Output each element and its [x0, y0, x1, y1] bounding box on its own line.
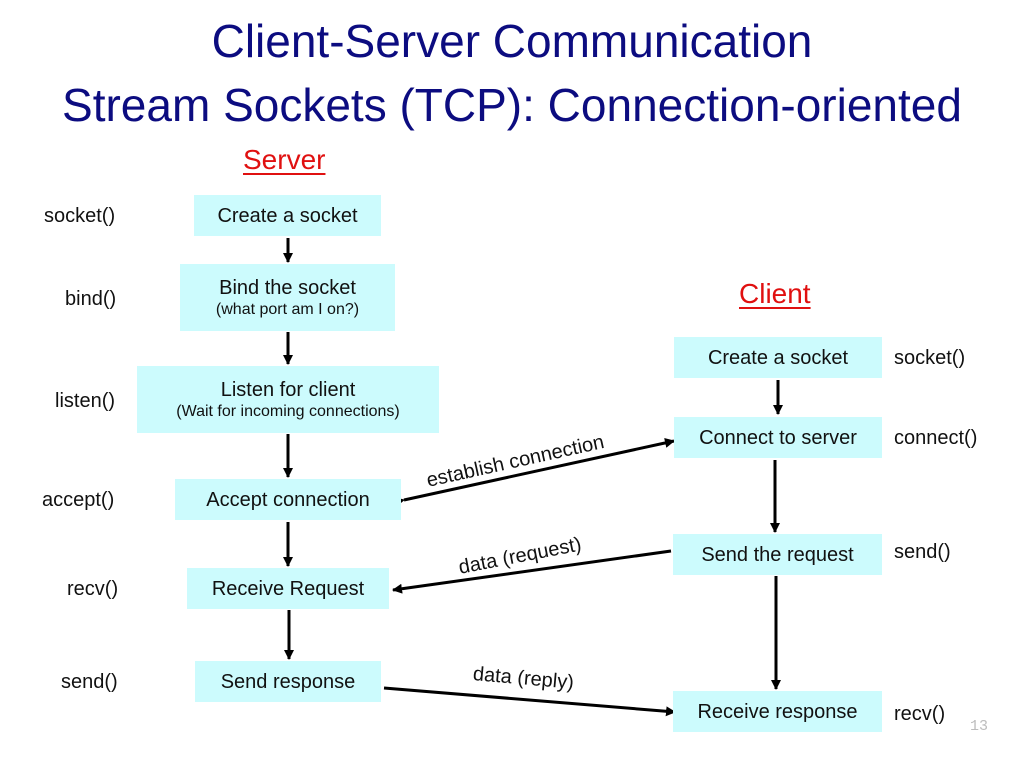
client-step-label: Receive response: [697, 700, 858, 723]
server-step-label: Accept connection: [206, 488, 370, 511]
server-call-listen: listen(): [55, 390, 116, 412]
client-step-connect-to-server: Connect to server: [674, 417, 882, 458]
server-call-accept: accept(): [42, 489, 115, 511]
server-call-send: send(): [61, 671, 118, 693]
server-step-label: Bind the socket: [219, 276, 356, 299]
client-step-create-socket: Create a socket: [674, 337, 882, 378]
server-step-label: Receive Request: [211, 577, 365, 600]
client-call-send: send(): [894, 541, 951, 563]
client-step-label: Create a socket: [707, 346, 849, 369]
client-call-connect: connect(): [894, 427, 978, 449]
client-step-receive-response: Receive response: [673, 691, 882, 732]
data-reply-arrow: [383, 686, 676, 717]
client-call-socket: socket(): [894, 347, 966, 369]
data-request-arrow: [392, 549, 672, 594]
server-step-label: Create a socket: [217, 204, 358, 227]
server-step-sublabel: (Wait for incoming connections): [176, 402, 400, 420]
server-step-send-response: Send response: [195, 661, 381, 702]
server-step-receive-request: Receive Request: [187, 568, 389, 609]
server-call-bind: bind(): [65, 288, 117, 310]
client-call-recv: recv(): [894, 703, 946, 725]
client-heading: Client: [739, 278, 811, 309]
server-step-bind-socket: Bind the socket (what port am I on?): [180, 264, 395, 331]
server-heading: Server: [243, 144, 326, 175]
client-step-send-request: Send the request: [673, 534, 882, 575]
server-call-socket: socket(): [44, 205, 116, 227]
server-step-create-socket: Create a socket: [194, 195, 381, 236]
server-step-listen: Listen for client (Wait for incoming con…: [137, 366, 439, 433]
server-step-label: Send response: [220, 670, 356, 693]
client-step-label: Send the request: [701, 543, 854, 566]
server-step-accept-connection: Accept connection: [175, 479, 401, 520]
client-step-label: Connect to server: [699, 426, 857, 449]
server-step-sublabel: (what port am I on?): [215, 300, 360, 318]
slide-title-line-1: Client-Server Communication: [211, 15, 813, 67]
establish-connection-arrow: [394, 438, 675, 507]
page-number: 13: [969, 718, 988, 735]
slide-title-line-2: Stream Sockets (TCP): Connection-oriente…: [62, 79, 962, 131]
server-step-label: Listen for client: [220, 378, 356, 401]
server-call-recv: recv(): [67, 578, 119, 600]
